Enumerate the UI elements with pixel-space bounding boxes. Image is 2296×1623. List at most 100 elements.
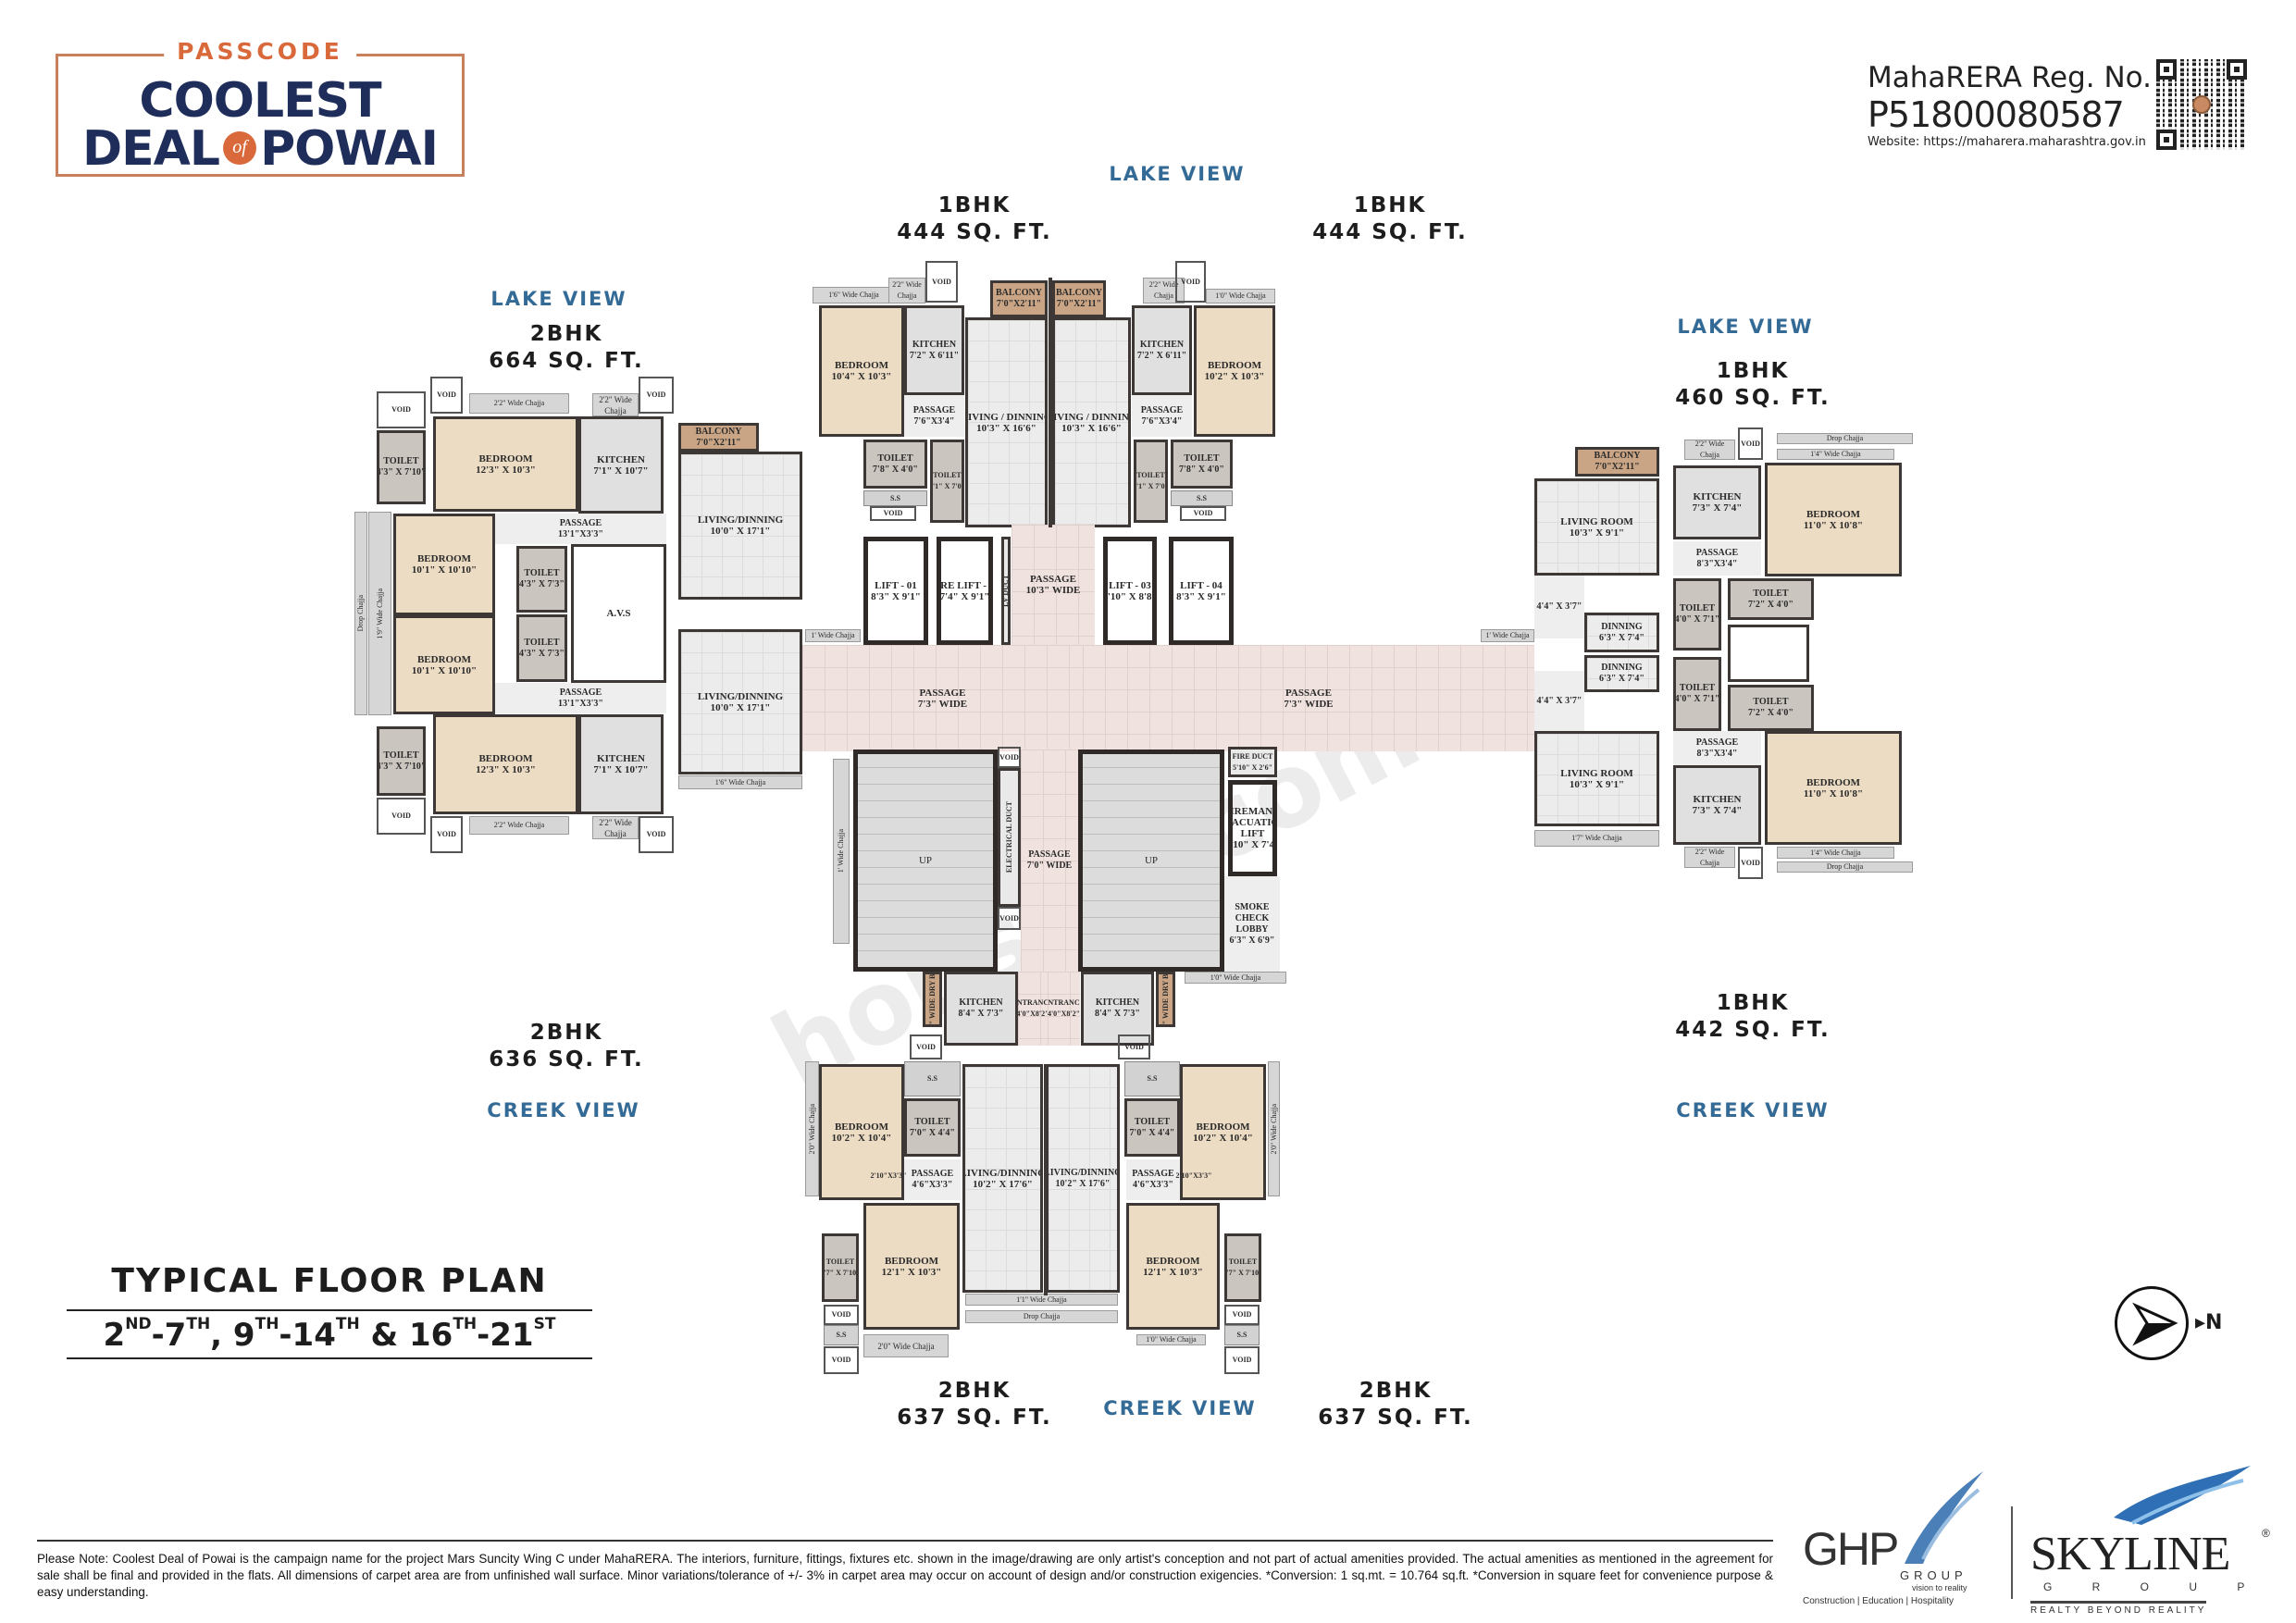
room-dimensions: 5'10" X 2'6" — [1232, 762, 1273, 772]
view-label-right-top: LAKE VIEW — [1677, 316, 1814, 338]
room-dimensions: 7'3" X 7'4" — [1692, 805, 1743, 816]
room-dimensions: 4'0" X 7'1" — [1674, 694, 1720, 704]
room-ss: S.S — [863, 490, 927, 506]
room-chajja: 1'6" Wide Chajja — [813, 287, 895, 304]
logo-deal: DEAL — [81, 121, 220, 177]
room-name: 2'2" Wide — [1148, 280, 1179, 289]
room-name: BEDROOM — [1806, 508, 1861, 520]
room-void: VOID — [430, 816, 463, 853]
room-name: LIFT - 01 — [875, 579, 917, 591]
room-name: BEDROOM — [478, 753, 533, 764]
room-name: 1'0" Wide Chajja — [1146, 1335, 1197, 1344]
room-name: BEDROOM — [416, 653, 472, 665]
room-name: LIFT - 04 — [1180, 579, 1222, 591]
unit-type: 2BHK — [937, 1379, 1011, 1403]
room-corridor: ENTRANCE4'0"X8'2" — [1018, 972, 1048, 1046]
room-void: VOID — [1224, 1305, 1260, 1325]
room-dimensions: 4'3" X 7'10" — [377, 467, 426, 477]
room-dimensions: 7'0" X 4'4" — [910, 1127, 955, 1138]
room-duct: LV DUCT — [1001, 537, 1011, 645]
footer-divider — [37, 1540, 1773, 1542]
logo-powai: POWAI — [260, 121, 439, 177]
room-void: VOID — [910, 1035, 942, 1059]
room-dimensions: 7'8" X 4'0" — [873, 464, 918, 475]
room-ss: S.S — [824, 1325, 859, 1345]
room-void: VOID — [430, 377, 463, 414]
room-stair: UP — [853, 750, 998, 972]
room-dimensions: 4'0"X8'2" — [1048, 1010, 1080, 1018]
room-name: KITCHEN — [1139, 339, 1185, 350]
room-name: VOID — [916, 1042, 936, 1051]
logo-line1: COOLEST — [139, 73, 381, 129]
room-dimensions: 4'3" X 7'10" — [377, 761, 426, 772]
room-chajja: 2'2" Wide Chajja — [469, 816, 569, 835]
room-dimensions: 7'2" X 4'0" — [1748, 708, 1793, 718]
room-dimensions: 7'0"X2'11" — [696, 437, 741, 448]
room-name: TOILET — [1679, 603, 1716, 613]
room-name: DINNING — [1601, 663, 1643, 673]
skyline-group: G R O U P — [2043, 1580, 2264, 1593]
room-name: VOID — [1124, 1042, 1144, 1051]
room-dimensions: 7'3" X 7'4" — [1692, 502, 1743, 514]
room-passage: 4'4" X 3'7" — [1534, 576, 1584, 638]
room-name: BEDROOM — [1146, 1255, 1200, 1267]
room-dimensions: 7'1" X 10'7" — [593, 764, 649, 775]
unit-type: 1BHK — [1353, 193, 1427, 217]
room-avs: A.V.S — [571, 544, 666, 683]
room-name: Drop Chajja — [1826, 862, 1864, 871]
room-name: UP — [918, 855, 933, 866]
room-chajja: 1' Wide Chajja — [1481, 629, 1534, 642]
room-name: A.V.S — [606, 608, 631, 619]
room-dimensions: Chajja — [604, 405, 627, 415]
room-chajja: Drop Chajja — [1777, 861, 1913, 873]
room-name: TOILET — [1753, 697, 1789, 707]
room-name: BEDROOM — [416, 553, 472, 564]
room-name: VOID — [883, 509, 903, 517]
room-name: 2'0" Wide Chajja — [877, 1341, 935, 1351]
room-dimensions: 5'10" X 7'4" — [1230, 839, 1275, 850]
room-dimensions: 12'1" X 10'3" — [1143, 1266, 1203, 1278]
room-name: 2'2" Wide — [599, 394, 632, 404]
room-name: BEDROOM — [834, 1121, 889, 1133]
room-name: 2'6" X 4'7" WIDE DRY BALCONY — [927, 974, 938, 1024]
room-name: 2'10"X3'3" — [870, 1171, 907, 1180]
room-corridor: ENTRANCE4'0"X8'2" — [1048, 972, 1080, 1046]
room-chajja: 1'0" Wide Chajja — [1185, 972, 1286, 984]
room-dimensions: 7'8" X 4'0" — [1179, 464, 1224, 475]
room-name: FIRE LIFT - 02 — [937, 579, 988, 591]
room-dimensions: 10'3" X 9'1" — [1569, 527, 1625, 539]
room-name: PASSAGE — [919, 687, 966, 699]
room-name: VOID — [391, 405, 411, 414]
room-chajja: 1' Wide Chajja — [833, 759, 850, 944]
room-name: FIREMAN'S EVACUATION LIFT — [1230, 806, 1276, 839]
room-dimensions: 10'2" X 10'4" — [831, 1132, 892, 1144]
room-dimensions: 4'0" X 7'1" — [1674, 614, 1720, 625]
room-stair: UP — [1078, 750, 1224, 972]
room-name: S.S — [890, 493, 900, 502]
divider — [67, 1309, 592, 1311]
room-dimensions: 7'2" X 4'0" — [1748, 599, 1793, 610]
